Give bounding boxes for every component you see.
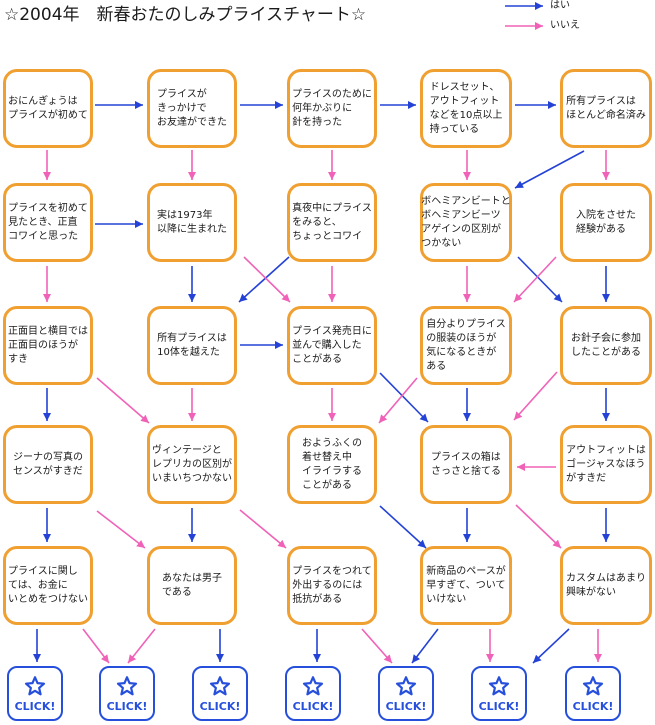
question-box-r1c5: 所有プライスは ほとんど命名済み xyxy=(560,69,652,148)
question-box-r1c2: プライスが きっかけで お友達ができた xyxy=(147,69,237,148)
result-click-button-3[interactable]: CLICK! xyxy=(192,666,248,721)
question-text: プライスを初めて 見たとき、正直 コワイと思った xyxy=(8,202,88,242)
question-text: お針子会に参加 したことがある xyxy=(571,332,641,358)
question-text: 正面目と横目では 正面目のほうが すき xyxy=(8,325,88,365)
question-text: ボヘミアンビートと ボヘミアンビーツ アゲインの区別が つかない xyxy=(421,195,511,249)
question-text: プライスのために 何年かぶりに 針を持った xyxy=(292,88,372,128)
question-text: ドレスセット、 アウトフィット などを10点以上 持っている xyxy=(429,81,503,135)
click-label: CLICK! xyxy=(199,699,241,713)
question-box-r1c1: おにんぎょうは プライスが初めて xyxy=(3,69,93,148)
no-arrow-r5c2-result2 xyxy=(127,628,156,664)
result-click-button-4[interactable]: CLICK! xyxy=(285,666,341,721)
click-label: CLICK! xyxy=(478,699,520,713)
question-text: ジーナの写真の センスがすきだ xyxy=(13,451,83,477)
question-box-r3c4: 自分よりプライス の服装のほうが 気になるときが ある xyxy=(420,306,512,385)
legend-no-label: いいえ xyxy=(550,20,580,31)
question-text: 自分よりプライス の服装のほうが 気になるときが ある xyxy=(426,318,506,372)
no-arrow-r3c4-r4c3 xyxy=(378,377,418,424)
question-text: プライス発売日に 並んで購入した ことがある xyxy=(292,325,372,365)
question-box-r5c5: カスタムはあまり 興味がない xyxy=(560,546,652,625)
question-text: 所有プライスは 10体を越えた xyxy=(157,332,227,358)
question-box-r2c4: ボヘミアンビートと ボヘミアンビーツ アゲインの区別が つかない xyxy=(420,183,512,262)
question-box-r5c2: あなたは男子 である xyxy=(147,546,237,625)
question-text: プライスに関し ては、お金に いとめをつけない xyxy=(8,565,88,605)
result-click-button-7[interactable]: CLICK! xyxy=(565,666,621,721)
question-box-r4c5: アウトフィットは ゴージャスなほう がすきだ xyxy=(560,425,652,504)
click-label: CLICK! xyxy=(14,699,56,713)
question-text: アウトフィットは ゴージャスなほう がすきだ xyxy=(566,444,646,484)
star-icon xyxy=(209,675,231,695)
no-arrow-r4c4-r5c5 xyxy=(515,504,562,549)
question-box-r3c5: お針子会に参加 したことがある xyxy=(560,306,652,385)
question-text: 入院をさせた 経験がある xyxy=(576,209,636,235)
yes-arrow-r5c4-result5 xyxy=(411,628,439,664)
star-icon xyxy=(24,675,46,695)
question-text: あなたは男子 である xyxy=(162,572,222,598)
question-box-r4c1: ジーナの写真の センスがすきだ xyxy=(3,425,93,504)
question-text: カスタムはあまり 興味がない xyxy=(566,572,646,598)
question-box-r3c3: プライス発売日に 並んで購入した ことがある xyxy=(287,306,377,385)
question-text: 真夜中にプライス をみると、 ちょっとコワイ xyxy=(292,202,372,242)
question-text: プライスの箱は さっさと捨てる xyxy=(431,451,501,477)
question-box-r1c4: ドレスセット、 アウトフィット などを10点以上 持っている xyxy=(420,69,512,148)
star-icon xyxy=(582,675,604,695)
question-text: ヴィンテージと レプリカの区別が いまいちつかない xyxy=(152,444,232,484)
question-text: おにんぎょうは プライスが初めて xyxy=(8,95,88,121)
question-text: 実は1973年 以降に生まれた xyxy=(157,209,227,235)
no-arrow-r4c2-r5c3 xyxy=(239,509,287,549)
question-text: 新商品のペースが 早すぎて、ついて いけない xyxy=(426,565,506,605)
result-click-button-6[interactable]: CLICK! xyxy=(471,666,527,721)
no-arrow-r3c5-r4c4 xyxy=(513,371,558,421)
question-box-r2c3: 真夜中にプライス をみると、 ちょっとコワイ xyxy=(287,183,377,262)
yes-arrow-r2c4-r3c5 xyxy=(517,256,563,303)
no-arrow-r3c1-r4c2 xyxy=(96,377,150,424)
star-icon xyxy=(395,675,417,695)
yes-arrow-r4c3-r5c4 xyxy=(379,505,427,549)
no-arrow-r5c1-result2 xyxy=(82,628,110,664)
yes-arrow-r2c3-r3c2 xyxy=(238,256,290,303)
click-label: CLICK! xyxy=(572,699,614,713)
result-click-button-2[interactable]: CLICK! xyxy=(99,666,155,721)
question-text: 所有プライスは ほとんど命名済み xyxy=(566,95,646,121)
result-click-button-5[interactable]: CLICK! xyxy=(378,666,434,721)
question-box-r5c3: プライスをつれて 外出するのには 抵抗がある xyxy=(287,546,377,625)
no-arrow-r5c3-result5 xyxy=(361,628,393,664)
yes-arrow-r3c3-r4c4 xyxy=(379,372,429,423)
question-box-r4c2: ヴィンテージと レプリカの区別が いまいちつかない xyxy=(147,425,237,504)
question-box-r4c3: おようふくの 着せ替え中 イライラする ことがある xyxy=(287,425,377,504)
no-arrow-r2c5-r3c4 xyxy=(513,256,557,303)
question-box-r2c2: 実は1973年 以降に生まれた xyxy=(147,183,237,262)
question-box-r5c4: 新商品のペースが 早すぎて、ついて いけない xyxy=(420,546,512,625)
question-box-r1c3: プライスのために 何年かぶりに 針を持った xyxy=(287,69,377,148)
click-label: CLICK! xyxy=(106,699,148,713)
star-icon xyxy=(116,675,138,695)
question-text: プライスをつれて 外出するのには 抵抗がある xyxy=(292,565,372,605)
page-title: ☆2004年 新春おたのしみプライスチャート☆ xyxy=(4,5,367,25)
star-icon xyxy=(488,675,510,695)
result-click-button-1[interactable]: CLICK! xyxy=(7,666,63,721)
no-arrow-r4c1-r5c2 xyxy=(96,510,146,549)
question-box-r4c4: プライスの箱は さっさと捨てる xyxy=(420,425,512,504)
question-box-r2c1: プライスを初めて 見たとき、正直 コワイと思った xyxy=(3,183,93,262)
click-label: CLICK! xyxy=(385,699,427,713)
yes-arrow-r5c5-result6 xyxy=(532,628,570,664)
no-arrow-r2c2-r3c3 xyxy=(243,256,291,303)
question-box-r2c5: 入院をさせた 経験がある xyxy=(560,183,652,262)
question-box-r5c1: プライスに関し ては、お金に いとめをつけない xyxy=(3,546,93,625)
question-box-r3c1: 正面目と横目では 正面目のほうが すき xyxy=(3,306,93,385)
click-label: CLICK! xyxy=(292,699,334,713)
question-text: おようふくの 着せ替え中 イライラする ことがある xyxy=(302,437,362,491)
question-box-r3c2: 所有プライスは 10体を越えた xyxy=(147,306,237,385)
legend-yes-label: はい xyxy=(550,0,570,11)
star-icon xyxy=(302,675,324,695)
question-text: プライスが きっかけで お友達ができた xyxy=(157,88,227,128)
